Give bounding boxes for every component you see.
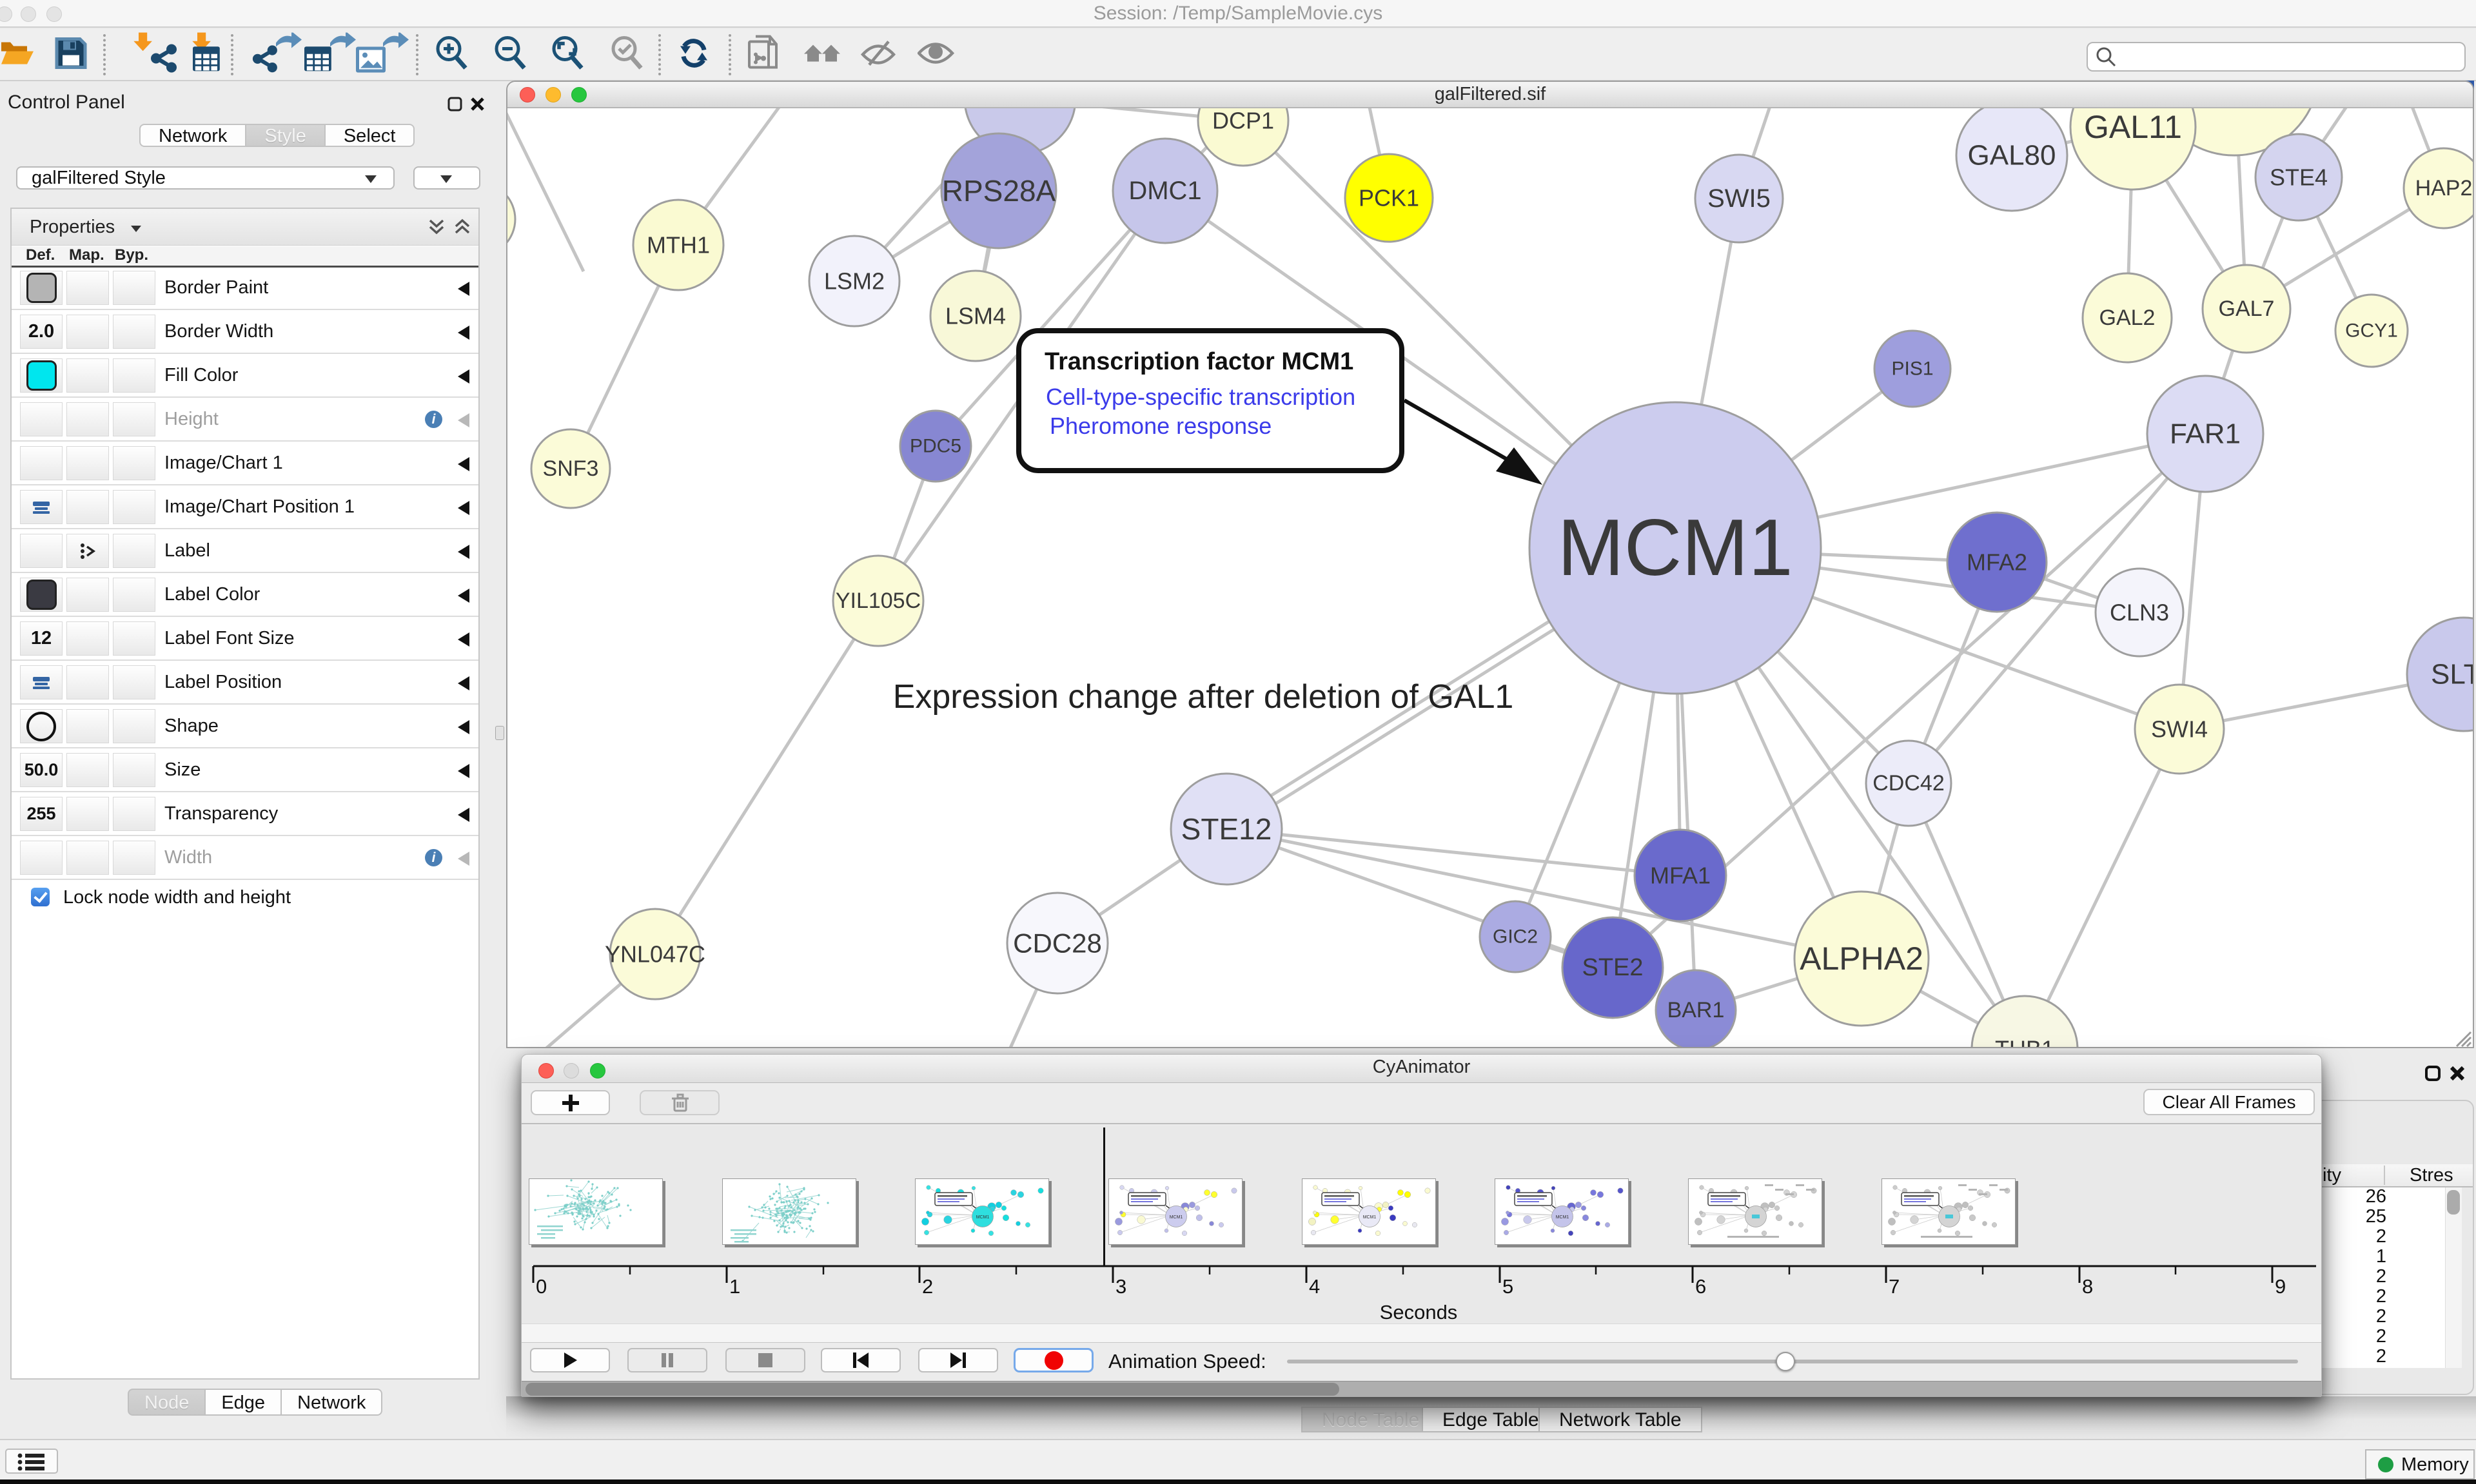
svg-text:MCM1: MCM1: [1556, 1215, 1569, 1220]
svg-text:GAL7: GAL7: [2219, 297, 2275, 321]
svg-text:4: 4: [1309, 1275, 1320, 1298]
svg-text:8: 8: [2082, 1275, 2093, 1298]
svg-text:CLN3: CLN3: [2110, 600, 2169, 626]
svg-text:RPS28B: RPS28B: [970, 108, 1069, 113]
svg-text:LSM2: LSM2: [824, 268, 885, 295]
svg-text:CDC42: CDC42: [1872, 771, 1944, 796]
svg-text:Transcription factor MCM1: Transcription factor MCM1: [1045, 348, 1353, 375]
svg-text:5: 5: [1502, 1275, 1513, 1298]
svg-text:YIL105C: YIL105C: [836, 589, 921, 613]
svg-text:GCY1: GCY1: [2345, 320, 2398, 342]
svg-text:PCK1: PCK1: [1359, 185, 1419, 211]
svg-text:PDC5: PDC5: [910, 436, 961, 457]
svg-text:Expression change after deleti: Expression change after deletion of GAL1: [893, 678, 1514, 716]
svg-text:ALPHA2: ALPHA2: [1800, 941, 1923, 977]
svg-text:STE4: STE4: [2270, 164, 2328, 191]
svg-text:CDC28: CDC28: [1013, 928, 1102, 959]
svg-text:Seconds: Seconds: [1380, 1301, 1458, 1323]
svg-text:STE12: STE12: [1181, 812, 1272, 846]
svg-text:MCM1: MCM1: [1363, 1215, 1377, 1220]
svg-text:SWI4: SWI4: [2151, 716, 2208, 743]
svg-text:7: 7: [1889, 1275, 1900, 1298]
svg-text:YNL047C: YNL047C: [605, 941, 705, 968]
svg-text:SNF3: SNF3: [543, 456, 599, 481]
svg-text:DCP1: DCP1: [1212, 108, 1274, 134]
svg-text:MTH1: MTH1: [647, 232, 710, 259]
svg-text:HAP2: HAP2: [2415, 176, 2473, 200]
svg-text:STE2: STE2: [1582, 954, 1643, 981]
svg-text:2: 2: [922, 1275, 933, 1298]
svg-text:0: 0: [536, 1275, 547, 1298]
svg-text:TUB1: TUB1: [1995, 1036, 2054, 1048]
svg-text:GAL2: GAL2: [2099, 306, 2156, 330]
svg-text:GIC2: GIC2: [1493, 926, 1538, 948]
svg-text:MFA2: MFA2: [1967, 549, 2027, 576]
svg-text:SWI5: SWI5: [1707, 184, 1771, 213]
svg-text:RPS28A: RPS28A: [942, 174, 1056, 208]
svg-text:BAR1: BAR1: [1667, 998, 1725, 1022]
svg-text:1: 1: [729, 1275, 740, 1298]
svg-text:6: 6: [1695, 1275, 1706, 1298]
svg-text:MFA1: MFA1: [1650, 863, 1711, 889]
svg-text:SLT2: SLT2: [2431, 659, 2473, 690]
svg-text:GAL11: GAL11: [2084, 109, 2182, 145]
svg-text:MCM1: MCM1: [976, 1215, 990, 1220]
svg-text:3: 3: [1115, 1275, 1126, 1298]
svg-text:GAL80: GAL80: [1968, 140, 2056, 171]
svg-text:Cell-type-specific transcripti: Cell-type-specific transcription: [1046, 384, 1355, 410]
svg-text:LSM4: LSM4: [945, 303, 1006, 329]
svg-text:MCM1: MCM1: [1170, 1215, 1183, 1220]
svg-text:FAR1: FAR1: [2170, 418, 2241, 450]
svg-text:Pheromone response: Pheromone response: [1050, 413, 1272, 439]
svg-text:9: 9: [2275, 1275, 2286, 1298]
svg-text:MCM1: MCM1: [1557, 503, 1793, 592]
svg-text:PIS1: PIS1: [1891, 358, 1933, 380]
svg-text:DMC1: DMC1: [1128, 177, 1201, 205]
